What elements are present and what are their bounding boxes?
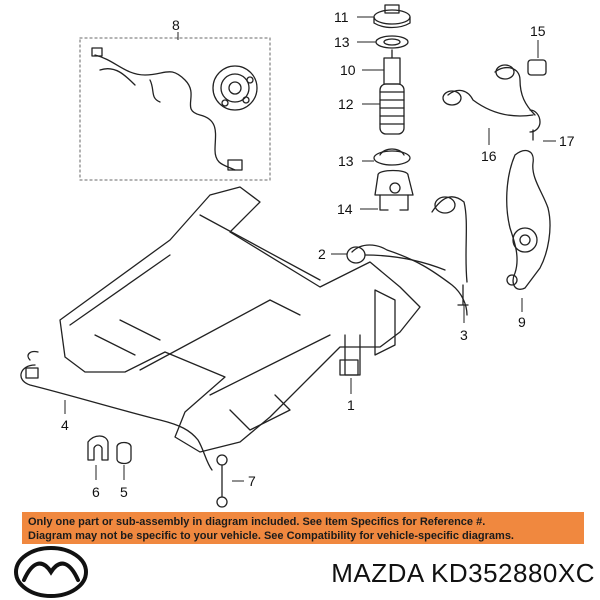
strut-assembly — [373, 4, 414, 211]
front-subframe — [59, 186, 421, 453]
disclaimer-line-1: Only one part or sub-assembly in diagram… — [28, 516, 486, 528]
steering-knuckle — [506, 149, 551, 290]
callout-13-top: 13 — [334, 34, 350, 50]
bushing-part — [116, 441, 132, 465]
callout-7: 7 — [248, 473, 256, 489]
leader-lines — [64, 16, 556, 482]
bracket-part — [87, 435, 109, 461]
callout-11: 11 — [334, 9, 349, 25]
abs-sensor-hub-inset — [79, 37, 271, 181]
part-number-label: MAZDA KD352880XC — [331, 558, 595, 588]
upper-control-arm — [442, 59, 547, 141]
callout-15: 15 — [530, 23, 546, 39]
callout-12: 12 — [338, 96, 354, 112]
stabilizer-bar — [20, 350, 213, 471]
mazda-logo-icon — [14, 546, 88, 598]
callout-17: 17 — [559, 133, 575, 149]
disclaimer-line-2: Diagram may not be specific to your vehi… — [28, 530, 514, 542]
callout-8: 8 — [172, 17, 180, 33]
callout-9: 9 — [518, 314, 526, 330]
callout-labels: 8 11 13 10 12 13 14 2 3 9 1 4 6 5 7 15 1… — [61, 9, 575, 500]
disclaimer-banner: Only one part or sub-assembly in diagram… — [22, 512, 584, 544]
lower-control-arm — [346, 196, 469, 316]
callout-14: 14 — [337, 201, 353, 217]
callout-16: 16 — [481, 148, 497, 164]
callout-10: 10 — [340, 62, 356, 78]
callout-5: 5 — [120, 484, 128, 500]
callout-2: 2 — [318, 246, 326, 262]
callout-13-bottom: 13 — [338, 153, 354, 169]
callout-3: 3 — [460, 327, 468, 343]
callout-4: 4 — [61, 417, 69, 433]
callout-1: 1 — [347, 397, 355, 413]
callout-6: 6 — [92, 484, 100, 500]
stabilizer-link — [216, 454, 228, 508]
